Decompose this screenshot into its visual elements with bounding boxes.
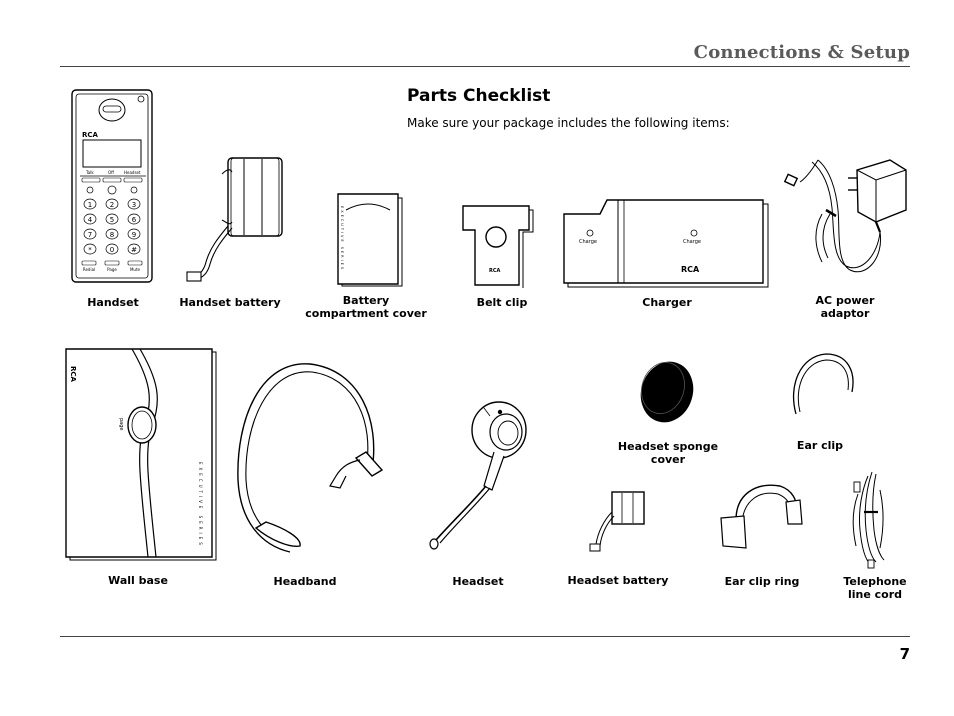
intro-text: Make sure your package includes the foll… [407,116,730,130]
sponge-cover-illustration [640,361,694,423]
wall-base-brand-logo: RCA [69,366,77,383]
ear-clip-illustration [792,353,854,415]
charger-illustration: Charge Charge RCA [563,199,769,288]
charger-charge-label-right: Charge [683,239,701,245]
belt-clip-illustration: RCA [462,205,534,288]
caption-headset: Headset [452,575,504,588]
key-6: 6 [132,216,137,224]
handset-illustration: RCA Talk Off Headset 1 2 3 4 5 6 7 8 9 * [71,89,153,283]
handset-brand-logo: RCA [82,131,99,139]
key-4: 4 [88,216,93,224]
caption-handset-battery: Handset battery [179,296,281,309]
key-7: 7 [88,231,92,239]
caption-headband: Headband [273,575,337,588]
telephone-line-cord-illustration [852,471,885,569]
key-star: * [88,246,92,254]
headset-illustration [429,401,527,550]
handset-keypad [83,198,141,255]
header-divider [60,66,910,67]
handset-headset-label: Headset [124,170,141,175]
key-8: 8 [110,231,114,239]
caption-handset: Handset [87,296,139,309]
headset-battery-illustration [589,491,645,552]
page-number: 7 [899,645,910,663]
caption-belt-clip: Belt clip [476,296,528,309]
key-5: 5 [110,216,114,224]
belt-clip-brand-logo: RCA [489,268,501,274]
caption-headset-sponge-cover: Headset sponge cover [617,440,719,466]
handset-battery-illustration [186,157,283,282]
caption-charger: Charger [642,296,692,309]
key-3: 3 [132,201,136,209]
wall-base-series-label: EXECUTIVE SERIES [198,462,203,548]
wall-base-page-label: page [118,418,124,431]
caption-ear-clip-ring: Ear clip ring [724,575,800,588]
handset-page-label: Page [107,267,117,272]
key-hash: # [131,246,137,254]
battery-cover-illustration: EXECUTIVE SERIES [337,193,403,287]
footer-divider [60,636,910,637]
key-2: 2 [110,201,114,209]
caption-headset-battery-small: Headset battery [567,574,669,587]
ac-adaptor-illustration [783,159,907,273]
wall-base-illustration: RCA page EXECUTIVE SERIES [65,348,217,561]
caption-telephone-line-cord: Telephone line cord [843,575,907,601]
handset-redial-label: Redial [83,267,95,272]
handset-mute-label: Mute [130,267,141,272]
caption-ac-power-adaptor: AC power adaptor [815,294,875,320]
page-header-title: Connections & Setup [693,42,910,63]
key-9: 9 [132,231,136,239]
charger-charge-label-left: Charge [579,239,597,245]
handset-off-label: Off [108,170,114,175]
section-title: Parts Checklist [407,86,551,106]
key-1: 1 [88,201,92,209]
caption-wall-base: Wall base [108,574,168,587]
ear-clip-ring-illustration [720,484,803,549]
handset-talk-label: Talk [85,170,94,175]
cover-series-label: EXECUTIVE SERIES [340,206,344,271]
headband-illustration [237,363,384,553]
caption-ear-clip: Ear clip [796,439,844,452]
caption-battery-compartment-cover: Battery compartment cover [305,294,427,320]
key-0: 0 [110,246,114,254]
charger-brand-logo: RCA [681,265,700,274]
